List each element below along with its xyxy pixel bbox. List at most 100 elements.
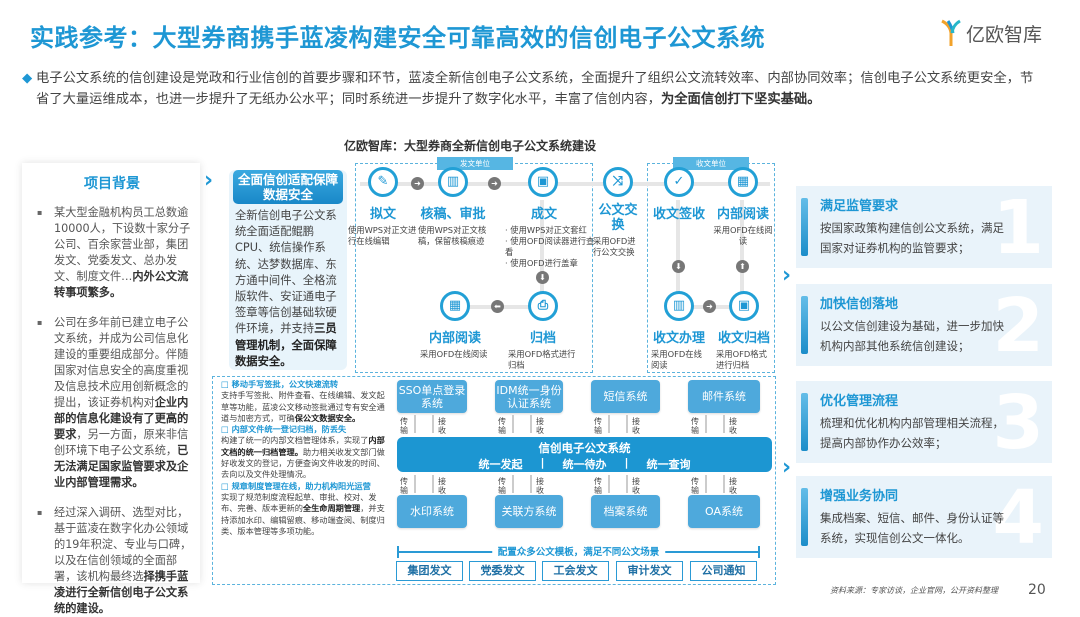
arrow-down-icon (512, 415, 514, 433)
receive-unit-tag: 收文单位 (673, 157, 749, 170)
diamond-bullet-icon: ◆ (22, 71, 33, 86)
receive-label: 接收 (438, 417, 446, 435)
system-mail: 邮件系统 (688, 380, 760, 413)
intro-bold: 为全面信创打下坚实基础。 (660, 92, 821, 107)
page-number: 20 (1028, 582, 1046, 598)
system-oa: OA系统 (688, 495, 760, 528)
chart-icon: ▥ (664, 291, 694, 321)
arrow-up-icon (432, 415, 434, 433)
arrow-up-icon (723, 475, 725, 493)
background-item: 经过深入调研、选型对比，基于蓝凌在数字化办公领域的19年积淀、专业与口碑，以及在… (32, 505, 192, 617)
transmit-label: 传输 (498, 417, 506, 435)
pencil-icon: ✎ (368, 167, 398, 197)
arrow-down-icon: ⬇ (672, 260, 685, 273)
keyboard-icon: ▦ (728, 167, 758, 197)
receive-label: 接收 (536, 417, 544, 435)
template-group: 集团发文 (396, 561, 463, 581)
arrow-down-icon (705, 475, 707, 493)
archive-icon: ⎙ (528, 291, 558, 321)
arrow-down-icon (512, 475, 514, 493)
receive-label: 接收 (536, 477, 544, 495)
send-unit-tag: 发文单位 (437, 157, 513, 170)
system-related-party: 关联方系统 (495, 495, 563, 528)
template-party: 党委发文 (469, 561, 536, 581)
template-audit: 审计发文 (616, 561, 683, 581)
flow-node-recv-read: ▦内部阅读采用OFD在线阅读 (713, 167, 773, 247)
check-icon: ✓ (664, 167, 694, 197)
core-system-bar: 信创电子公文系统 统一发起|统一待办|统一查询 (397, 437, 772, 472)
page-title: 实践参考：大型券商携手蓝凌构建安全可靠高效的信创电子公文系统 (30, 24, 765, 52)
arrow-down-icon (608, 475, 610, 493)
arrow-up-icon (530, 475, 532, 493)
chart-icon: ▥ (438, 167, 468, 197)
arrow-right-icon: ➜ (488, 177, 501, 190)
arrow-right-icon: ➜ (411, 177, 424, 190)
arrow-up-icon (723, 415, 725, 433)
arrow-up-icon: ⬆ (736, 260, 749, 273)
receive-label: 接收 (632, 417, 640, 435)
logo-text: 亿欧智库 (966, 23, 1043, 46)
system-integration-box (212, 376, 776, 585)
receive-label: 接收 (438, 477, 446, 495)
diagram-title: 亿欧智库：大型券商全新信创电子公文系统建设 (343, 139, 596, 153)
project-background-panel: 项目背景 某大型金融机构员工总数逾10000人，下设数十家分子公司、百余家营业部… (22, 163, 200, 615)
arrow-down-icon: ⬇ (536, 271, 549, 284)
flow-node-recv-process: ▥收文办理采用OFD在线阅读 (651, 291, 707, 371)
adaptation-body: 全新信创电子公文系统全面适配鲲鹏CPU、统信操作系统、达梦数据库、东方通中间件、… (235, 209, 337, 368)
template-caption: 配置众多公文模板，满足不同公文场景 (491, 544, 666, 558)
system-idm: IDM统一身份认证系统 (495, 380, 563, 413)
flow-node-recv-archive: ▣收文归档采用OFD格式进行归档 (716, 291, 772, 371)
source-note: 资料来源：专家访谈，企业官网，公开资料整理 (830, 586, 998, 595)
receive-label: 接收 (632, 477, 640, 495)
template-bracket: 配置众多公文模板，满足不同公文场景 (397, 544, 760, 558)
intro-text: 电子公文系统的信创建设是党政和行业信创的首要步骤和环节，蓝凌全新信创电子公文系统… (36, 71, 1034, 107)
transmit-label: 传输 (691, 417, 699, 435)
adaptation-heading: 全面信创适配保障数据安全 (233, 170, 343, 204)
system-sso: SSO单点登录系统 (397, 380, 467, 413)
transmit-label: 传输 (594, 477, 602, 495)
receive-label: 接收 (729, 417, 737, 435)
arrow-up-icon (530, 415, 532, 433)
background-item: 公司在多年前已建立电子公文系统，并成为公司信息化建设的重要组成部分。伴随国家对信… (32, 315, 192, 491)
system-archive: 档案系统 (591, 495, 660, 528)
arrow-right-icon: ➜ (703, 300, 716, 313)
template-notice: 公司通知 (690, 561, 757, 581)
flow-node-exchange: ⤨公文交换采用OFD进行公文交换 (593, 167, 643, 258)
transmit-label: 传输 (400, 417, 408, 435)
flow-node-review: ▥核稿、审批使用WPS对正文核稿，保留核稿痕迹 (418, 167, 488, 247)
feature-notes: □ 移动手写签批，公文快速流转支持手写签批、附件查看、在线编辑、发文起草等功能，… (221, 379, 385, 536)
system-watermark: 水印系统 (397, 495, 467, 528)
clipboard-icon: ▣ (729, 291, 759, 321)
arrow-down-icon (705, 415, 707, 433)
adaptation-panel: 全面信创适配保障数据安全 全新信创电子公文系统全面适配鲲鹏CPU、统信操作系统、… (229, 170, 347, 370)
arrow-up-icon (626, 475, 628, 493)
template-union: 工会发文 (542, 561, 609, 581)
flow-node-receive: ✓收文签收 (644, 167, 714, 222)
system-sms: 短信系统 (591, 380, 660, 413)
arrow-down-icon (414, 475, 416, 493)
clipboard-icon: ▣ (528, 167, 558, 197)
arrow-down-icon (608, 415, 610, 433)
flow-node-draft: ✎拟文使用WPS对正文进行在线编辑 (348, 167, 418, 247)
shuffle-icon: ⤨ (603, 167, 633, 197)
chevron-right-icon: › (782, 263, 792, 288)
intro-paragraph: ◆电子公文系统的信创建设是党政和行业信创的首要步骤和环节，蓝凌全新信创电子公文系… (22, 68, 1046, 110)
logo: 亿欧智库 (940, 18, 1042, 48)
arrow-up-icon (626, 415, 628, 433)
background-item: 某大型金融机构员工总数逾10000人，下设数十家分子公司、百余家营业部，集团发文… (32, 205, 192, 301)
transmit-label: 传输 (400, 477, 408, 495)
receive-label: 接收 (729, 477, 737, 495)
flow-node-internal-read: ▦内部阅读采用OFD在线阅读 (420, 291, 490, 360)
flow-node-finalize: ▣成文· 使用WPS对正文套红· 使用OFD阅读器进行查看· 使用OFD进行盖章 (505, 167, 601, 269)
logo-icon (941, 19, 961, 46)
transmit-label: 传输 (691, 477, 699, 495)
arrow-left-icon: ⬅ (491, 300, 504, 313)
keyboard-icon: ▦ (440, 291, 470, 321)
arrow-down-icon (414, 415, 416, 433)
background-heading: 项目背景 (84, 176, 140, 192)
flow-node-archive: ⎙归档采用OFD格式进行归档 (508, 291, 578, 371)
